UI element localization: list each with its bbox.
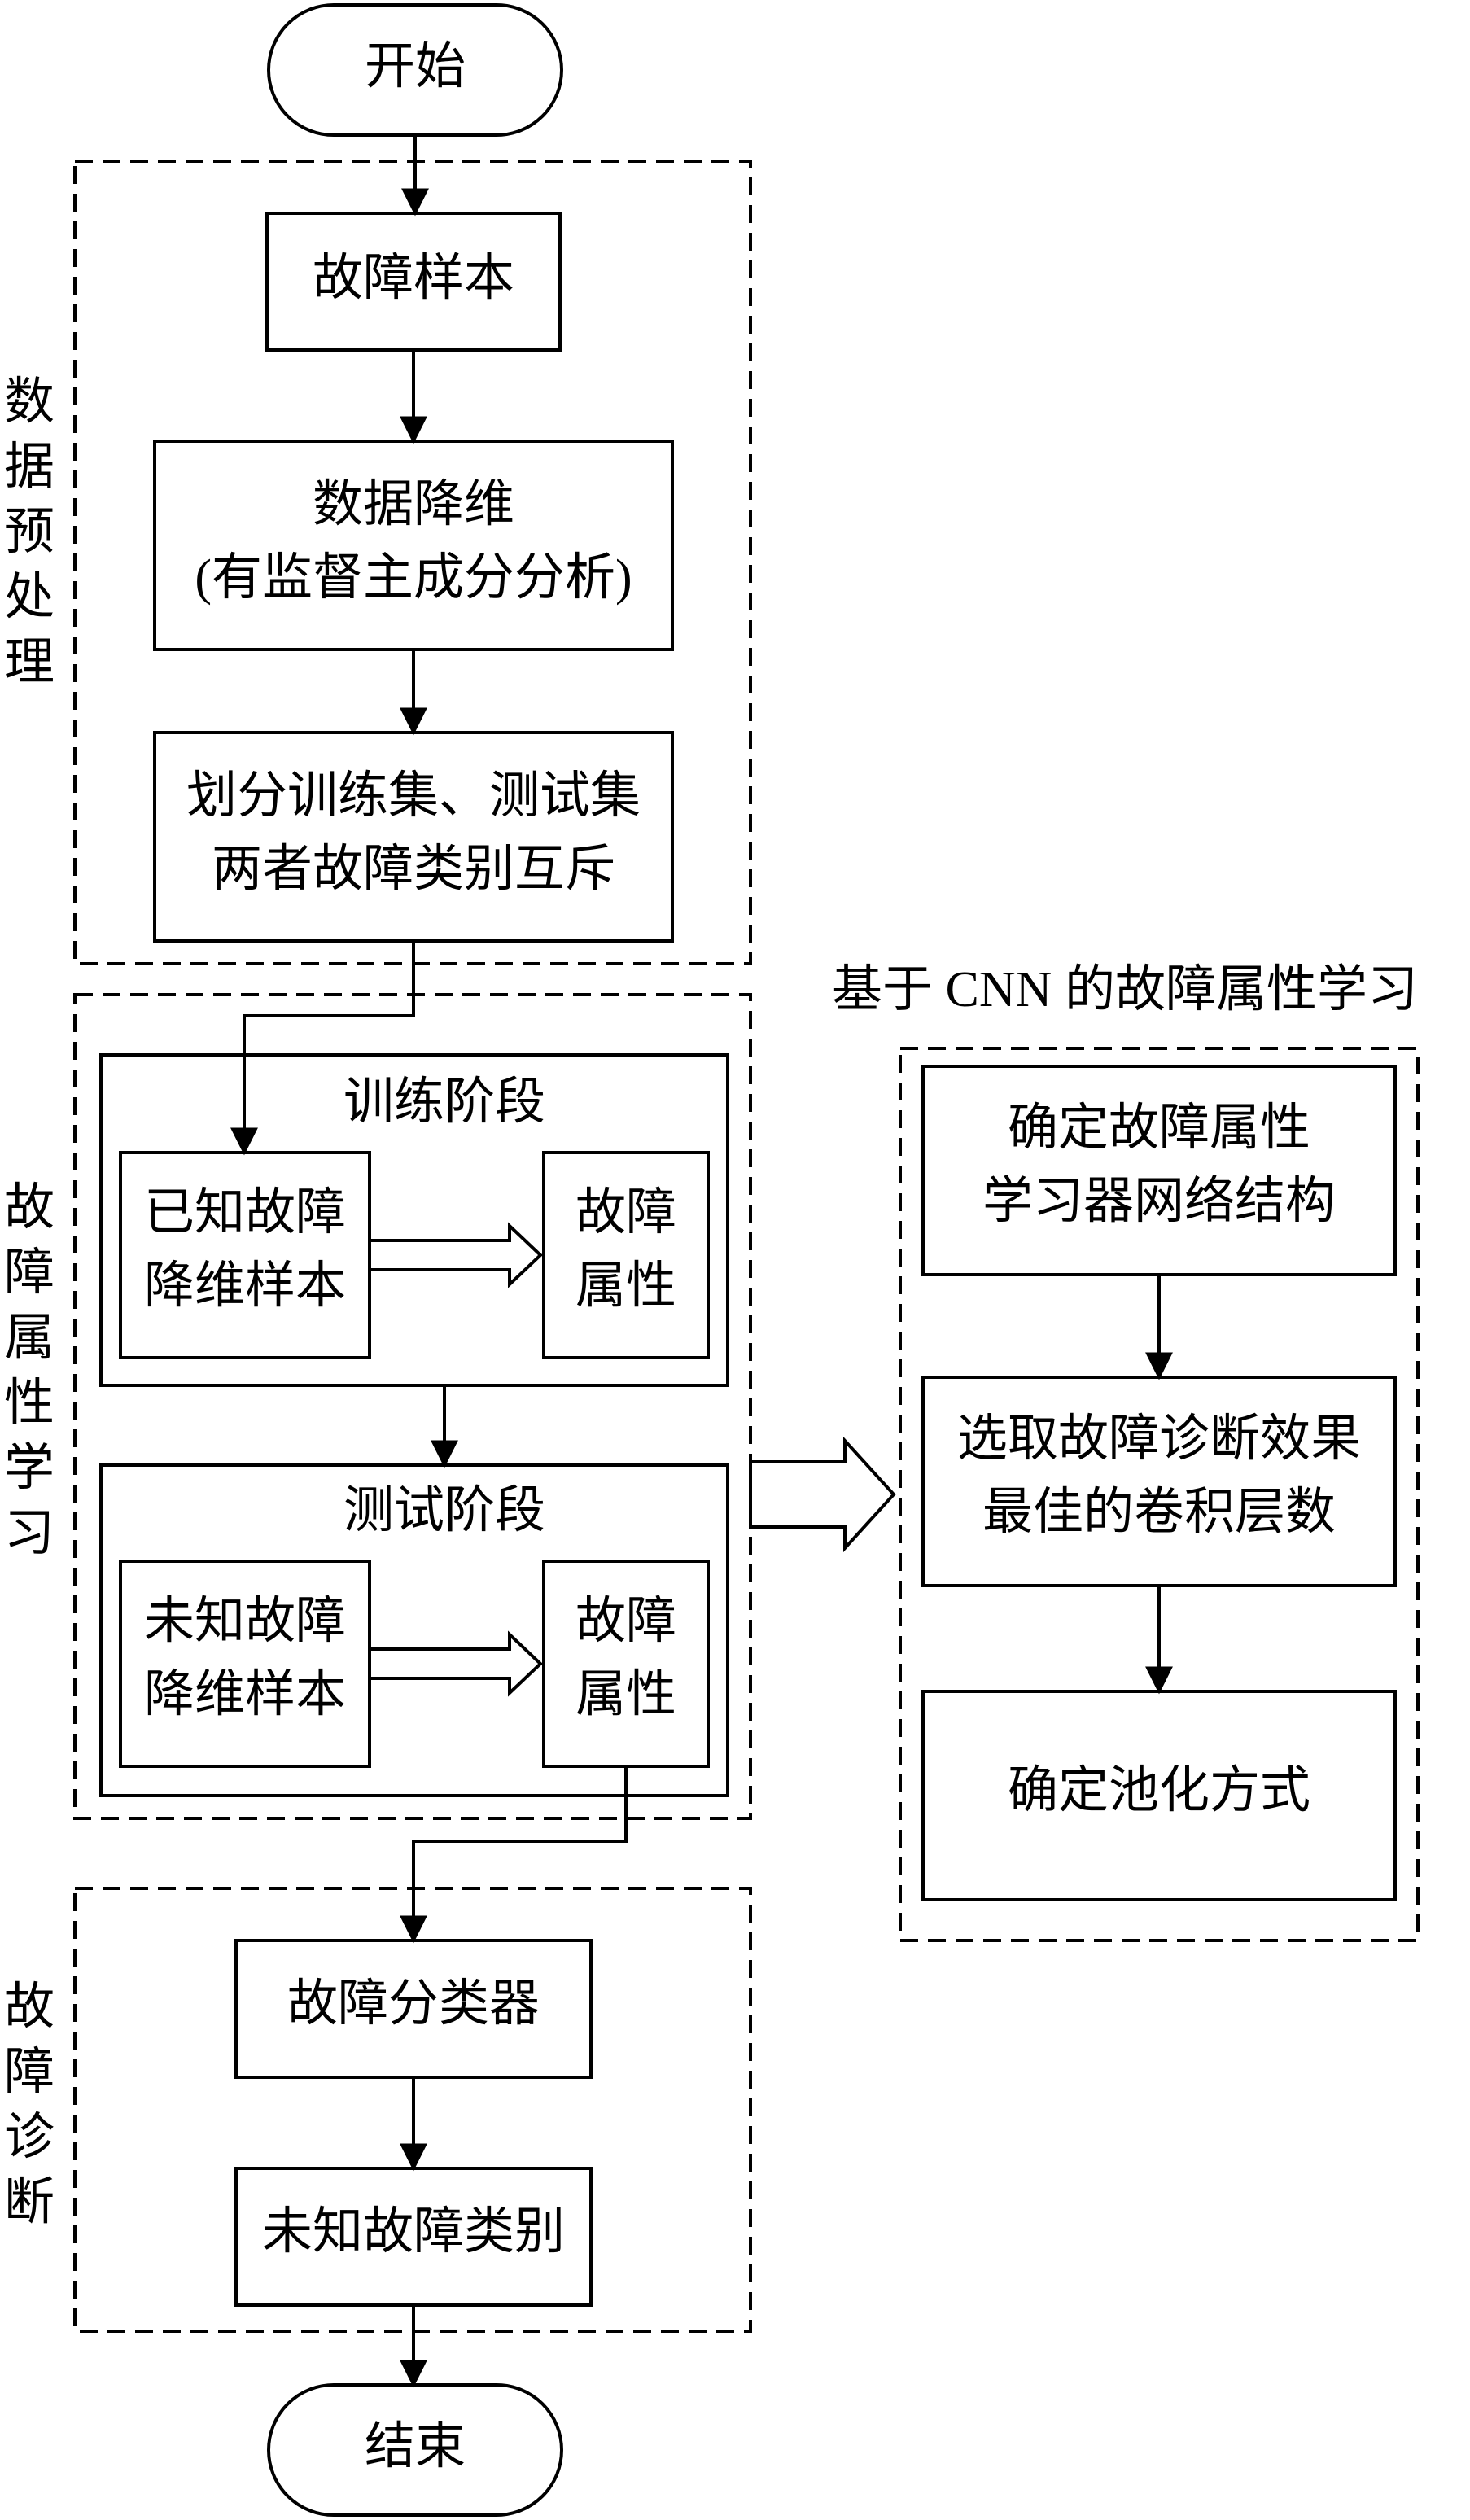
dim-reduction-line1: 数据降维 [313,477,514,532]
svg-text:性: 性 [4,1376,55,1431]
known-samples-box [119,1151,371,1359]
diagnosis-side-label: 故 障 诊 断 [4,1980,55,2230]
train-hollow-arrow [368,1222,543,1288]
test-stage-title: 测试阶段 [343,1483,545,1538]
end-label: 结束 [365,2419,466,2474]
test-attr-box [542,1560,710,1768]
known-samples-line1: 已知故障 [144,1185,346,1240]
attr-learning-side-label: 故 障 属 性 学 习 [4,1180,55,1561]
train-stage-title: 训练阶段 [343,1074,545,1130]
unknown-samples-line1: 未知故障 [144,1594,346,1649]
known-samples-line2: 降维样本 [144,1258,346,1314]
dim-reduction-line2: (有监督主成分分析) [195,550,632,606]
svg-text:预: 预 [4,505,55,560]
preprocess-side-label: 数 据 预 处 理 [4,374,55,690]
svg-text:断: 断 [4,2175,55,2230]
svg-text:障: 障 [4,2045,55,2100]
svg-text:数: 数 [4,374,55,430]
svg-text:属: 属 [4,1310,55,1366]
arrow-split-to-known [230,941,415,1156]
test-hollow-arrow [368,1630,543,1697]
svg-text:理: 理 [4,635,55,690]
pooling-box [921,1690,1397,1901]
split-line1: 划分训练集、测试集 [186,768,641,824]
train-attr-line1: 故障 [575,1185,676,1240]
test-attr-line2: 属性 [575,1667,676,1722]
unknown-samples-box [119,1560,371,1768]
split-line2: 两者故障类别互斥 [212,842,615,897]
train-attr-box [542,1151,710,1359]
cnn-group-title: 基于 CNN 的故障属性学习 [832,962,1418,1017]
svg-text:诊: 诊 [4,2110,55,2165]
svg-text:处: 处 [4,570,55,625]
conv-layers-line2: 最佳的卷积层数 [982,1485,1336,1540]
svg-text:学: 学 [4,1441,55,1496]
unknown-class-label: 未知故障类别 [262,2204,565,2260]
dim-reduction-box [153,440,674,651]
split-box [153,731,674,943]
cnn-region [899,1047,1420,1942]
to-cnn-hollow-arrow [749,1436,896,1553]
arrow-attr-to-classifier [400,1766,628,1944]
svg-text:故: 故 [4,1980,55,2035]
conv-layers-box [921,1376,1397,1587]
classifier-label: 故障分类器 [287,1976,540,2032]
net-structure-line2: 学习器网络结构 [982,1174,1336,1229]
train-attr-line2: 属性 [575,1258,676,1314]
svg-text:据: 据 [4,440,55,495]
test-attr-line1: 故障 [575,1594,676,1649]
conv-layers-line1: 选取故障诊断效果 [957,1411,1361,1467]
unknown-samples-line2: 降维样本 [144,1667,346,1722]
svg-text:障: 障 [4,1245,55,1301]
svg-text:习: 习 [4,1506,55,1561]
net-structure-box [921,1065,1397,1276]
pooling-label: 确定池化方式 [1008,1763,1310,1818]
classifier-box [234,1939,593,2079]
svg-text:故: 故 [4,1180,55,1236]
net-structure-line1: 确定故障属性 [1008,1100,1310,1156]
start-label: 开始 [365,39,466,94]
fault-samples-label: 故障样本 [313,251,514,306]
